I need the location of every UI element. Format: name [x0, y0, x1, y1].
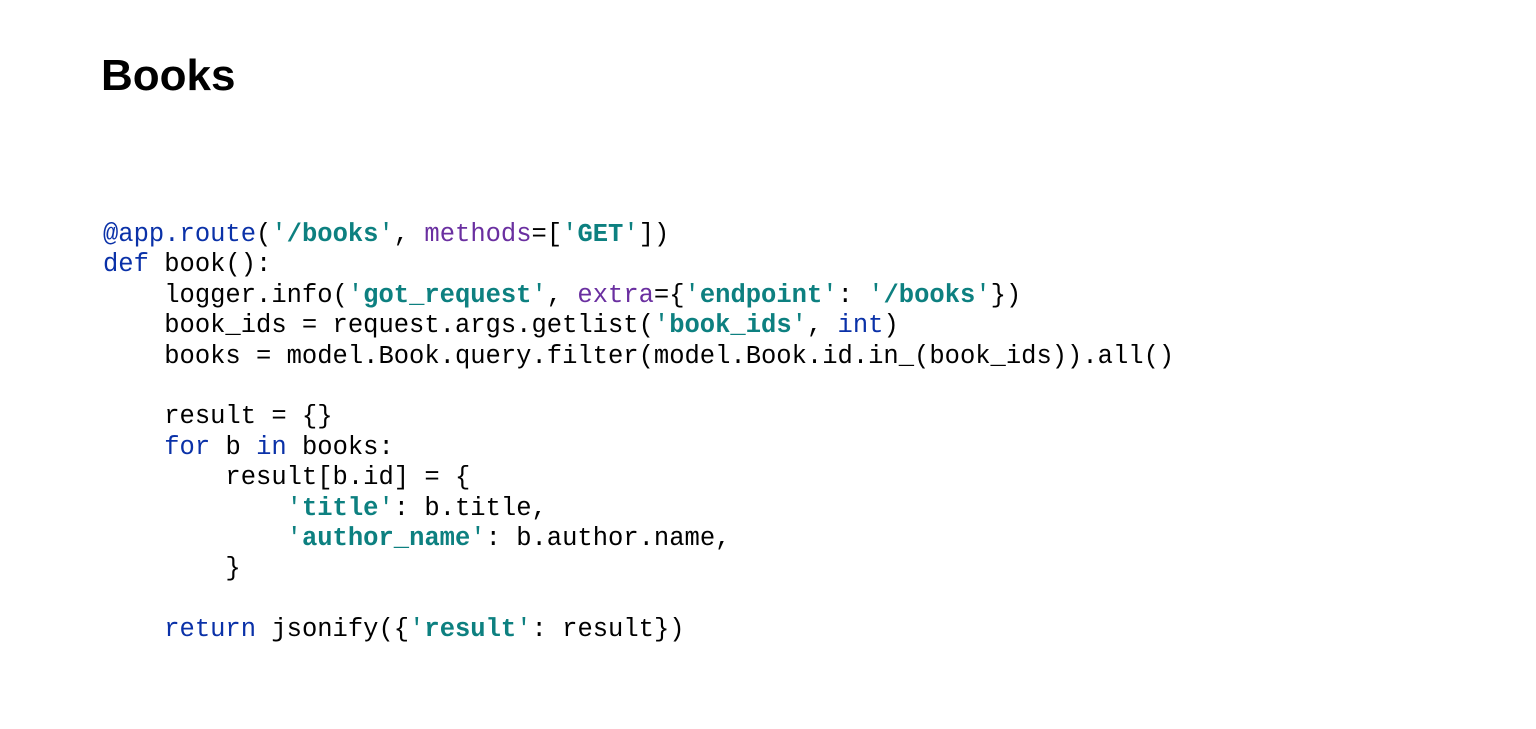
code-token: ]) [638, 220, 670, 249]
code-token: : b.title, [393, 493, 547, 523]
code-line [103, 372, 1174, 402]
code-token: book_ids = request.args.getlist( [103, 311, 654, 341]
code-line: @app.route('/books', methods=['GET']) [103, 220, 1174, 250]
code-token: result [424, 615, 517, 645]
code-token: ' [822, 280, 838, 310]
code-token: return [164, 615, 257, 645]
code-token: /books [286, 220, 379, 249]
code-token: ( [256, 220, 272, 249]
code-token: result = {} [103, 402, 333, 432]
code-token: books: [286, 432, 394, 462]
code-token: ' [868, 280, 884, 310]
code-token: , [546, 280, 578, 310]
code-token [103, 615, 164, 644]
code-token: : result}) [531, 615, 685, 645]
code-token: ' [286, 523, 302, 553]
code-token: ' [653, 311, 670, 341]
code-token: ' [378, 493, 394, 523]
code-token: GET [577, 220, 624, 249]
code-token: books = model.Book.query.filter(model.Bo… [103, 341, 1175, 371]
code-token: book(): [148, 250, 272, 280]
code-token: ' [623, 220, 639, 249]
code-token: int [837, 311, 884, 341]
code-token: ' [470, 523, 486, 553]
code-token: b [210, 432, 257, 462]
code-token: ' [271, 220, 287, 249]
code-token: ' [347, 280, 364, 310]
code-token: book_ids [669, 311, 792, 341]
code-line: result[b.id] = { [103, 463, 1174, 493]
code-token: , [393, 220, 425, 249]
code-token: ' [531, 280, 547, 310]
code-token [103, 524, 287, 553]
code-token: ' [684, 280, 700, 310]
code-token: ' [562, 220, 578, 249]
code-token [103, 433, 164, 462]
code-token: methods [424, 220, 532, 249]
code-line: result = {} [103, 402, 1174, 432]
code-line: def book(): [103, 250, 1174, 280]
code-token: title [301, 493, 379, 523]
code-token: ={ [653, 280, 685, 310]
code-line: logger.info('got_request', extra={'endpo… [103, 281, 1174, 311]
code-token: }) [990, 280, 1022, 310]
code-token: ' [409, 615, 425, 645]
code-line [103, 585, 1174, 615]
code-token: logger.info( [103, 280, 348, 310]
code-token: result[b.id] = { [103, 463, 471, 493]
code-line: books = model.Book.query.filter(model.Bo… [103, 342, 1174, 372]
code-token: got_request [363, 280, 532, 310]
code-token: ' [378, 220, 394, 249]
code-token: extra [577, 280, 654, 310]
code-line: for b in books: [103, 433, 1174, 463]
code-token: } [103, 554, 241, 584]
code-token: def [103, 250, 149, 280]
code-line: 'author_name': b.author.name, [103, 524, 1174, 554]
code-token: , [806, 311, 838, 341]
code-block: @app.route('/books', methods=['GET'])def… [103, 220, 1174, 645]
slide-title: Books [101, 51, 236, 100]
code-token: /books [883, 280, 976, 310]
code-line: } [103, 554, 1174, 584]
code-token [103, 494, 287, 523]
code-token: : b.author.name, [485, 523, 731, 553]
code-token: for [164, 432, 211, 462]
code-line: 'title': b.title, [103, 494, 1174, 524]
code-token: ' [286, 493, 302, 523]
code-token: in [256, 432, 287, 462]
code-token: jsonify({ [256, 615, 410, 645]
code-token: ' [975, 280, 991, 310]
code-token: author_name [301, 523, 471, 553]
code-token: ) [883, 311, 899, 341]
code-token: endpoint [699, 280, 823, 310]
code-token: =[ [531, 220, 563, 249]
code-token: : [837, 280, 869, 310]
code-token: ' [791, 311, 807, 341]
code-line: book_ids = request.args.getlist('book_id… [103, 311, 1174, 341]
code-token: ' [516, 615, 532, 645]
code-line: return jsonify({'result': result}) [103, 615, 1174, 645]
code-token: @app.route [103, 220, 257, 249]
